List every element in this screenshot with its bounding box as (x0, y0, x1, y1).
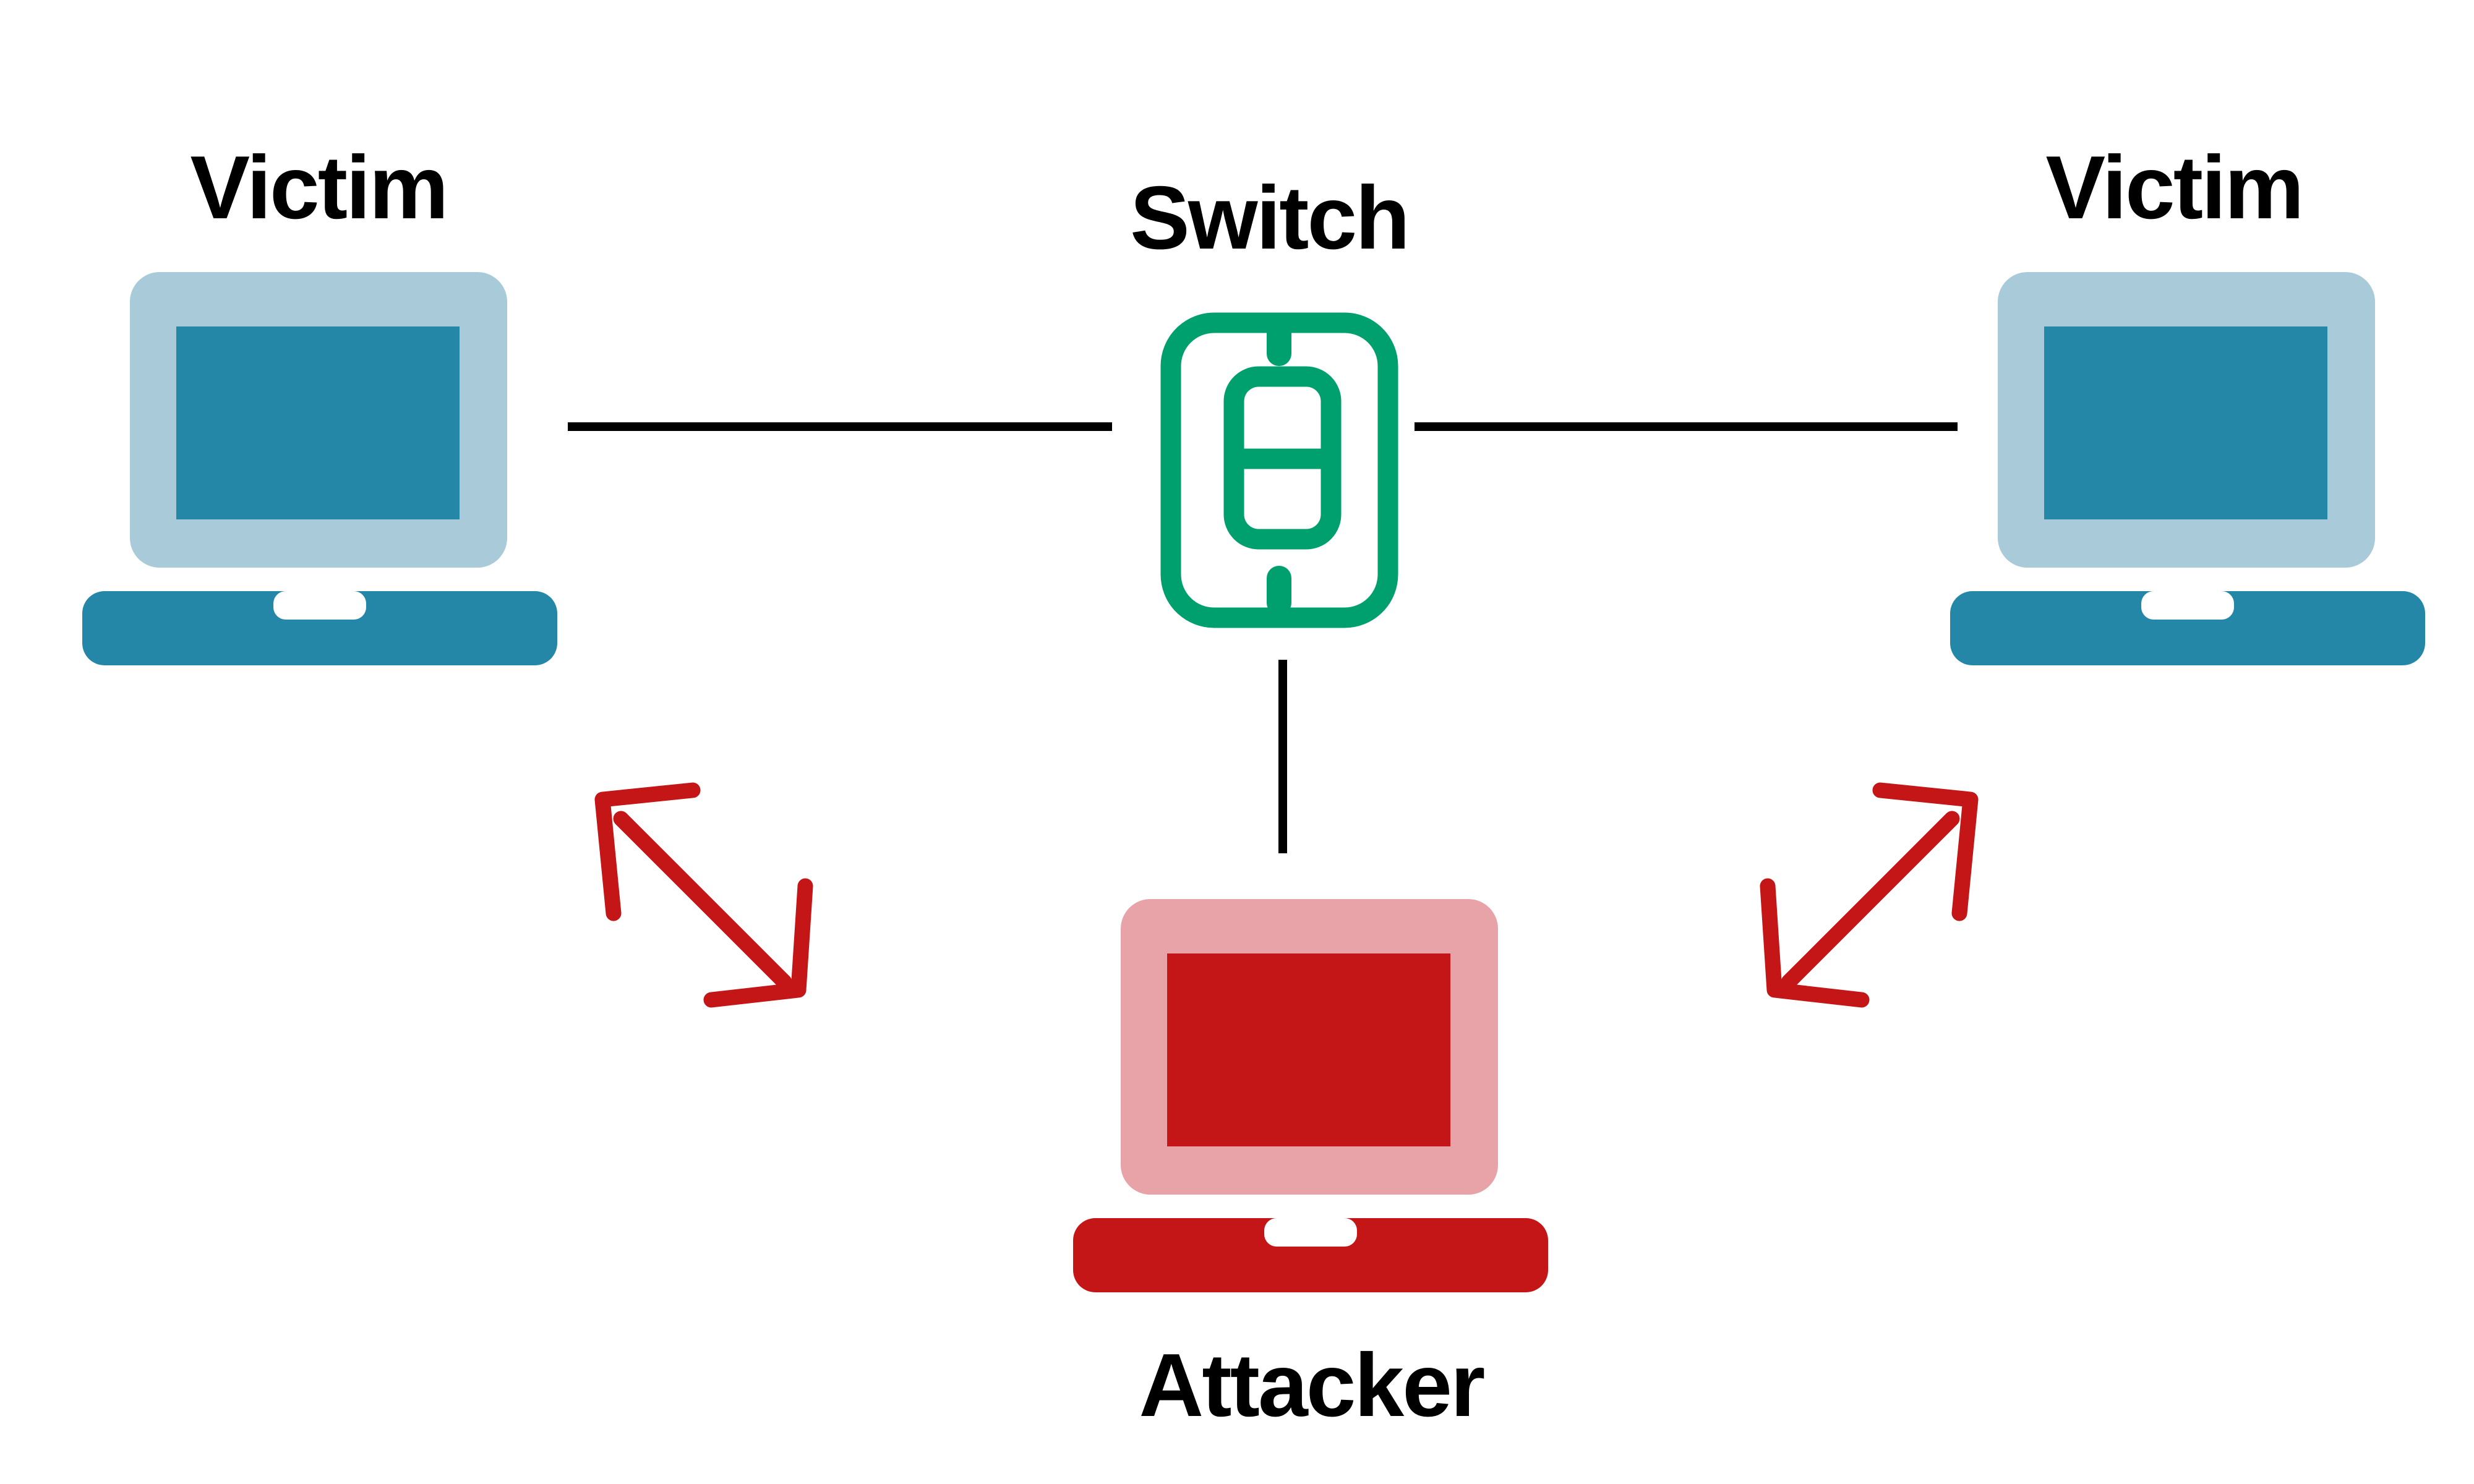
label-victim-right: Victim (2045, 137, 2302, 237)
laptop-screen (1167, 953, 1450, 1146)
laptop-hinge-notch (1264, 1218, 1357, 1247)
arrow-attacker-victim-right (1760, 782, 1979, 1008)
label-attacker: Attacker (1139, 1335, 1484, 1435)
arrow-attacker-victim-left (594, 782, 813, 1008)
laptop-base (1073, 1218, 1548, 1292)
arrowhead-upleft-icon (594, 782, 701, 921)
label-victim-left: Victim (190, 137, 447, 237)
laptop-hinge-notch (273, 591, 366, 620)
node-switch (1160, 312, 1398, 628)
arrow-shaft (613, 811, 792, 990)
arrowhead-downright-icon (703, 878, 813, 1008)
node-attacker (1073, 899, 1548, 1292)
laptop-hinge-notch (2141, 591, 2234, 620)
arrow-shaft (1781, 811, 1960, 990)
laptop-base (82, 591, 557, 665)
node-victim-left (82, 272, 557, 665)
laptop-screen (2044, 326, 2327, 519)
arrowhead-upright-icon (1872, 782, 1979, 921)
laptop-base (1950, 591, 2425, 665)
node-victim-right (1950, 272, 2425, 665)
label-switch: Switch (1130, 168, 1408, 268)
laptop-screen (176, 326, 460, 519)
arrowhead-downleft-icon (1760, 878, 1870, 1008)
